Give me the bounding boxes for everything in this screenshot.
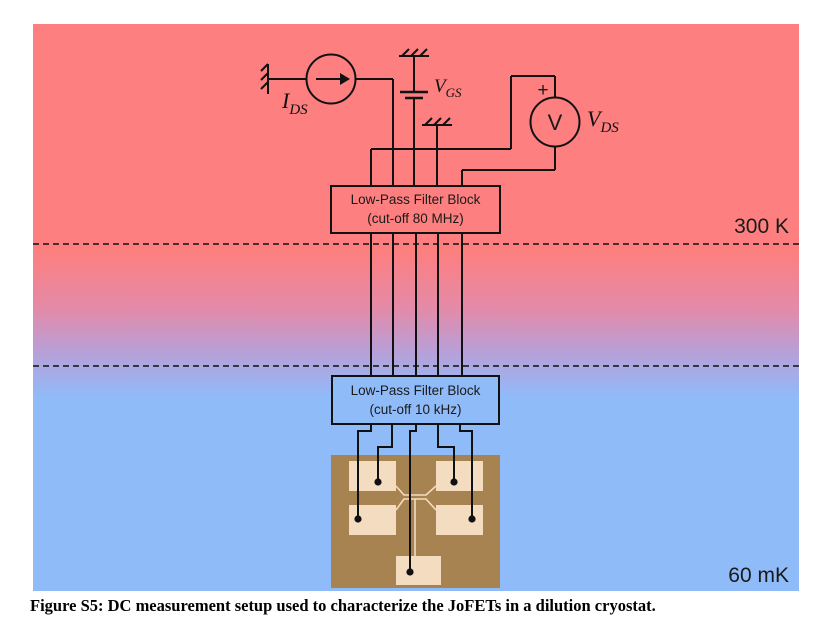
voltmeter-label: VDS [587, 106, 619, 136]
voltmeter-icon: V [529, 96, 581, 148]
room-temperature-wiring [268, 56, 556, 186]
bond-dots [354, 478, 476, 576]
voltmeter-plus-label: + [537, 80, 548, 101]
bond-pad [396, 556, 441, 585]
ground-icon [260, 63, 269, 94]
filter-lower-line2: (cut-off 10 kHz) [369, 402, 461, 417]
figure-caption: Figure S5: DC measurement setup used to … [30, 596, 656, 615]
current-source-label: IDS [281, 88, 308, 118]
chip-wiring [357, 424, 473, 572]
filter-block-upper: Low-Pass Filter Block (cut-off 80 MHz) [330, 185, 501, 234]
voltmeter-glyph: V [548, 110, 563, 135]
bond-pad [436, 461, 483, 491]
gate-voltage-label: VGS [434, 76, 462, 100]
cryostat-wiring [370, 233, 463, 376]
bond-pad [436, 505, 483, 535]
ground-icon [422, 117, 452, 126]
filter-lower-line1: Low-Pass Filter Block [351, 383, 481, 398]
bond-pad [349, 461, 396, 491]
battery-icon [400, 90, 428, 100]
filter-upper-line1: Low-Pass Filter Block [351, 192, 481, 207]
temperature-label-bottom: 60 mK [728, 564, 789, 587]
current-source-icon [305, 53, 357, 105]
filter-upper-line2: (cut-off 80 MHz) [367, 211, 464, 226]
temperature-label-top: 300 K [734, 215, 789, 238]
filter-block-lower: Low-Pass Filter Block (cut-off 10 kHz) [331, 375, 500, 425]
ground-icon [399, 48, 429, 57]
